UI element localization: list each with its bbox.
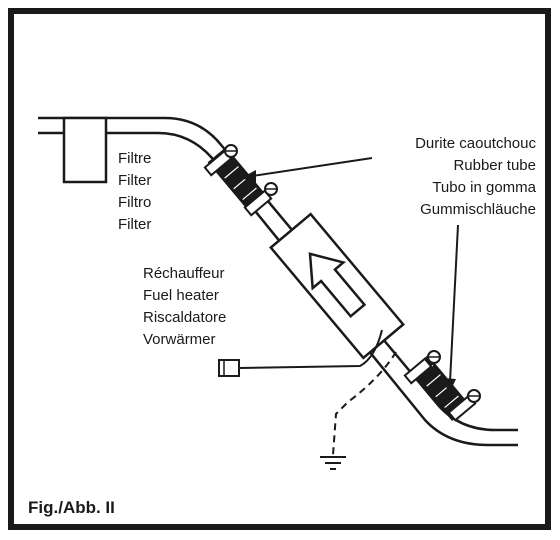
filter-label: Filtre Filter Filtro Filter [118,150,151,233]
figure-caption: Fig./Abb. II [28,498,115,517]
filter-label-fr: Filtre [118,150,151,167]
fuel-heater-body [269,212,405,360]
rubber-tube-label-it: Tubo in gomma [432,179,536,196]
rubber-tube-label-en: Rubber tube [453,157,536,174]
fuel-heater-label-fr: Réchauffeur [143,265,224,282]
fuel-heater-label: Réchauffeur Fuel heater Riscaldatore Vor… [143,265,226,348]
leader-arrow-upper-tube [241,157,373,183]
filter-label-de: Filter [118,216,151,233]
leader-arrow-lower-tube [443,224,459,394]
rubber-tube-label-fr: Durite caoutchouc [415,135,536,152]
fuel-heater-label-de: Vorwärmer [143,331,216,348]
fuel-heater-label-it: Riscaldatore [143,309,226,326]
hose-clamp-upper-2 [243,182,278,217]
hose-clamp-lower-2 [447,389,481,422]
fuel-heater-label-en: Fuel heater [143,287,219,304]
ground-wire [332,351,397,456]
filter-label-en: Filter [118,172,151,189]
ground-symbol-icon [320,456,346,470]
flow-direction-arrow-icon [308,252,367,319]
hose-clamp-upper-1 [203,144,238,177]
hose-clamp-lower-1 [403,350,441,385]
figure-frame [8,8,551,530]
heater-wire [239,329,383,369]
heater-connector [218,359,240,377]
rubber-tube-upper [203,144,278,217]
rubber-tube-label-de: Gummischläuche [420,201,536,218]
filter-box [62,116,108,184]
rubber-tube-label: Durite caoutchouc Rubber tube Tubo in go… [415,135,537,218]
filter-label-it: Filtro [118,194,151,211]
